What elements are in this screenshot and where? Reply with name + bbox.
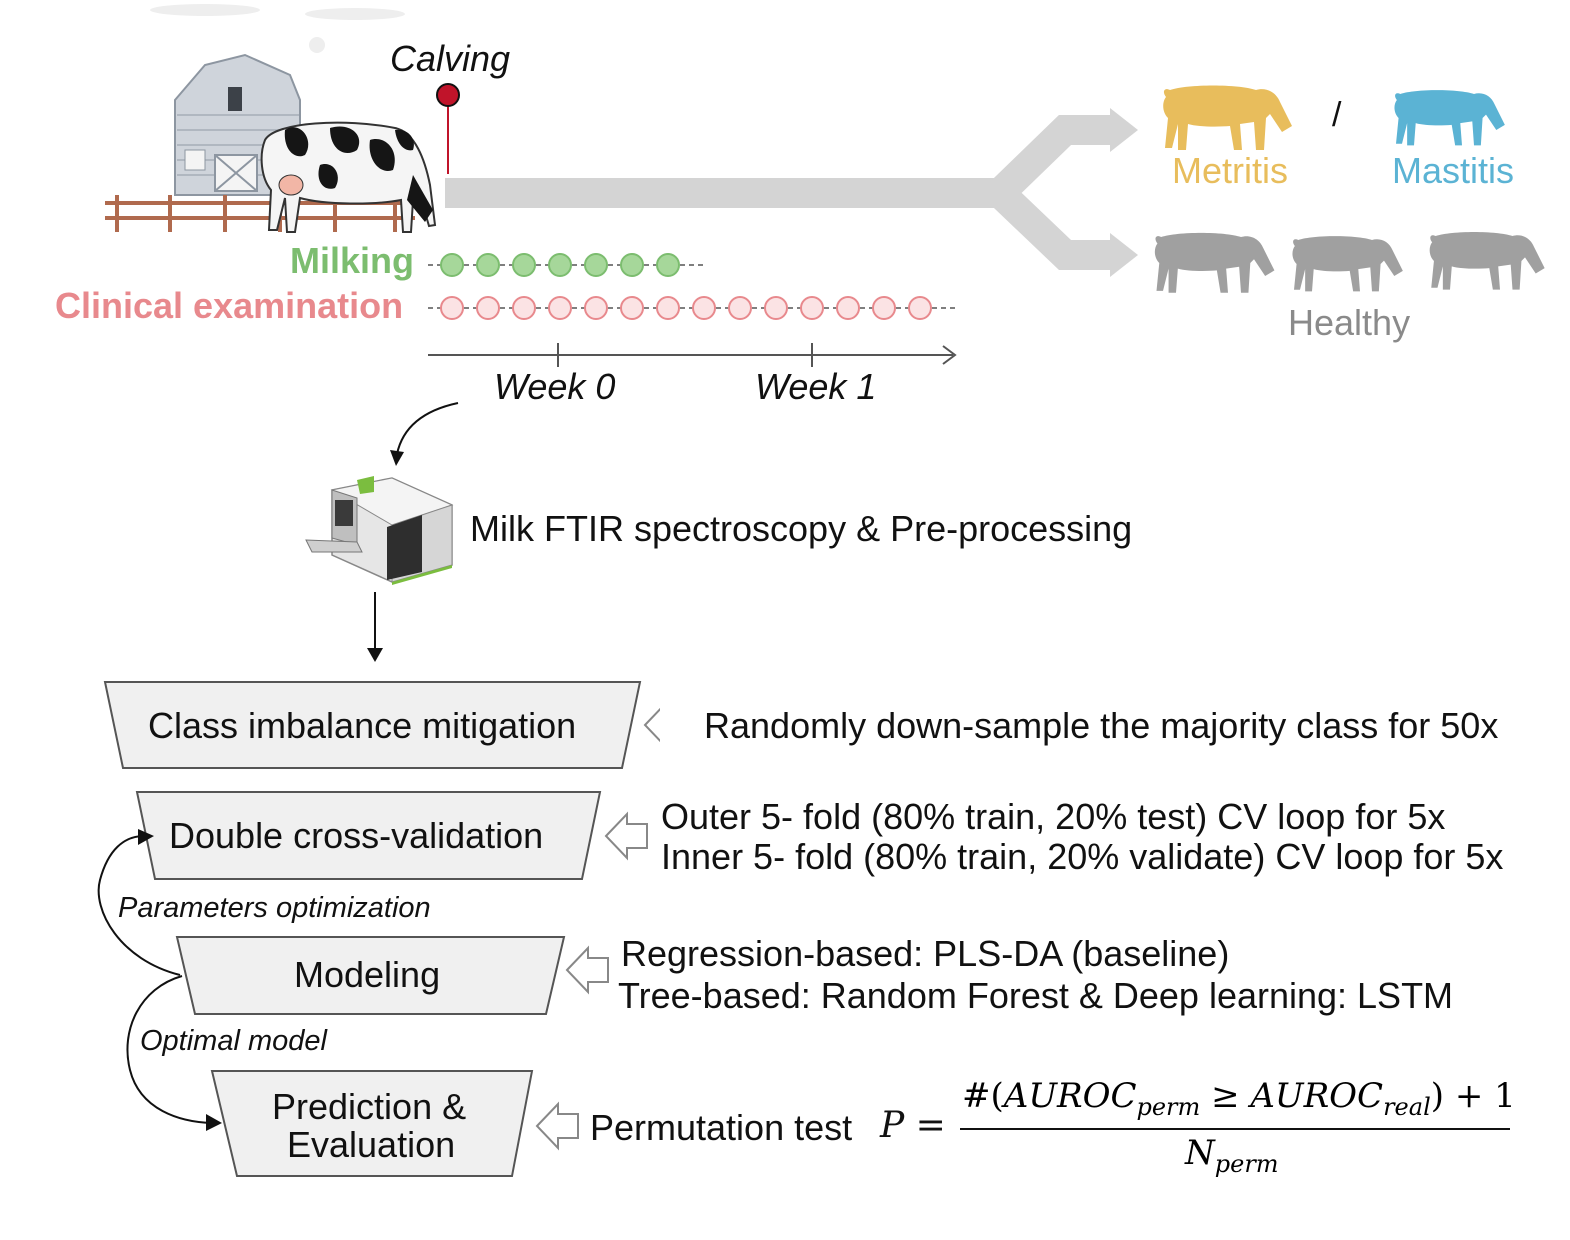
loop-arrow [97, 835, 213, 1124]
optimal-model-label: Optimal model [140, 1025, 327, 1057]
clinical-examination-label: Clinical examination [55, 285, 404, 326]
clinical-dot [908, 296, 932, 320]
holstein-cow-icon [260, 121, 437, 233]
clinical-dot [512, 296, 536, 320]
farm-scene [105, 4, 437, 233]
milking-dot [512, 253, 536, 277]
pipeline-shapes [97, 681, 660, 1177]
milking-dot [548, 253, 572, 277]
healthy-label: Healthy [1288, 302, 1411, 343]
clinical-dot [440, 296, 464, 320]
clinical-dot [620, 296, 644, 320]
down-arrow [367, 592, 383, 662]
mastitis-label: Mastitis [1392, 150, 1515, 191]
healthy-cow-icon [1292, 236, 1403, 292]
clinical-dot [872, 296, 896, 320]
clinical-dot [584, 296, 608, 320]
params-optimization-label: Parameters optimization [118, 892, 431, 924]
milking-dot [440, 253, 464, 277]
model-note-line1: Regression-based: PLS-DA (baseline) [621, 933, 1230, 974]
permutation-test-label: Permutation test [590, 1107, 853, 1148]
formula-lhs: P = [880, 1105, 946, 1146]
clinical-dot [764, 296, 788, 320]
imbalance-note: Randomly down-sample the majority class … [704, 705, 1499, 746]
week1-tick-label: Week 1 [755, 366, 877, 407]
step-modeling-label: Modeling [294, 954, 441, 995]
clinical-dot [548, 296, 572, 320]
clinical-dot [836, 296, 860, 320]
cv-outer-note: Outer 5- fold (80% train, 20% test) CV l… [661, 796, 1446, 837]
clinical-dot [656, 296, 680, 320]
ftir-instrument-icon [305, 476, 454, 585]
step-cv-label: Double cross-validation [169, 815, 544, 856]
curved-arrow [390, 402, 459, 466]
step-imbalance-box [103, 681, 642, 769]
clinical-dot [728, 296, 752, 320]
model-note-line2: Tree-based: Random Forest & Deep learnin… [618, 975, 1454, 1016]
formula-numerator: #(AUROCperm ≥ AUROCreal) + 1 [962, 1076, 1516, 1121]
mastitis-cow-icon [1394, 90, 1505, 146]
calving-label: Calving [390, 38, 511, 79]
healthy-cow-icon [1154, 232, 1275, 293]
milking-label: Milking [290, 240, 414, 281]
formula-fraction-bar [960, 1128, 1510, 1130]
calving-pin-icon [436, 83, 460, 174]
outcome-separator: / [1332, 96, 1342, 134]
formula-denominator: Nperm [1185, 1133, 1279, 1178]
step-prediction-box [210, 1070, 534, 1177]
milking-dot [656, 253, 680, 277]
milking-dot-row [428, 253, 705, 277]
step-imbalance-label: Class imbalance mitigation [148, 705, 577, 746]
healthy-cow-icon [1429, 231, 1545, 290]
metritis-cow-icon [1163, 85, 1292, 150]
step-modeling-box [175, 936, 566, 1015]
cv-inner-note: Inner 5- fold (80% train, 20% validate) … [661, 836, 1504, 877]
milking-dot [476, 253, 500, 277]
week-axis [428, 343, 957, 367]
clinical-dot-row [428, 296, 955, 320]
ftir-label: Milk FTIR spectroscopy & Pre-processing [470, 508, 1133, 549]
step-prediction-label: Prediction & [272, 1086, 467, 1127]
clinical-dot [692, 296, 716, 320]
outcome-branch-arrow [445, 108, 1138, 277]
week0-tick-label: Week 0 [494, 366, 616, 407]
milking-dot [584, 253, 608, 277]
step-evaluation-label: Evaluation [287, 1124, 456, 1165]
metritis-label: Metritis [1172, 150, 1288, 191]
clinical-dot [800, 296, 824, 320]
clinical-dot [476, 296, 500, 320]
hollow-arrow-icon [535, 707, 660, 1151]
cloud-icon [150, 4, 405, 53]
milking-dot [620, 253, 644, 277]
step-cv-box [135, 791, 602, 880]
